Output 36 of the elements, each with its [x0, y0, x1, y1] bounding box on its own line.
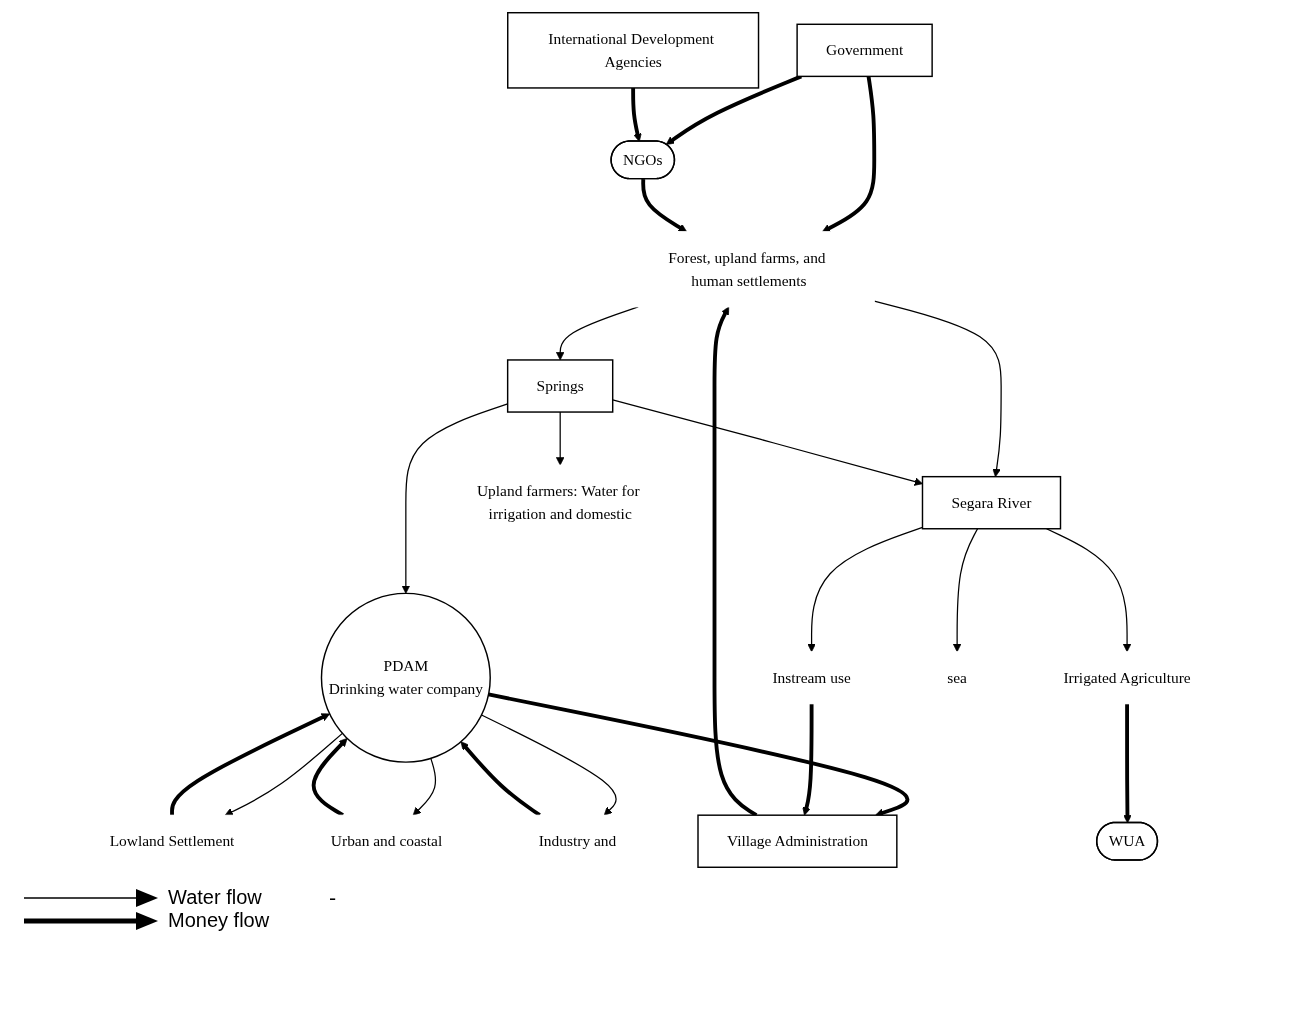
arrow	[712, 306, 758, 817]
arrow	[169, 713, 330, 816]
arrow	[311, 738, 348, 817]
node-text: Lowland Settlement	[109, 832, 235, 849]
note-text: -	[329, 886, 336, 909]
arrow	[807, 526, 923, 653]
node-text: Industry and	[538, 832, 617, 849]
arrow	[873, 300, 1002, 478]
arrow	[488, 692, 909, 817]
node-text: sea	[947, 669, 967, 686]
arrow	[480, 714, 617, 816]
arrow	[641, 179, 687, 233]
arrow	[631, 87, 642, 142]
node-text: Irrigated Agriculture	[1063, 669, 1191, 686]
legend-label: Money flow	[168, 909, 270, 932]
arrow	[224, 732, 343, 816]
arrow	[952, 528, 978, 653]
arrow	[665, 74, 802, 145]
arrow	[460, 741, 541, 817]
node-box: International Development Agencies	[506, 12, 760, 89]
node-box: Village Administration	[697, 814, 898, 868]
node-text: Urban and coastal	[330, 832, 443, 849]
node-text: Forest, upland farms, and human settlements	[668, 249, 826, 289]
node-box: Springs	[506, 359, 614, 413]
node-circle: PDAM Drinking water company	[320, 592, 491, 763]
arrow	[412, 757, 436, 816]
arrow	[802, 703, 814, 816]
legend-label: Water flow	[168, 886, 262, 909]
arrow	[821, 76, 876, 233]
arrow	[1123, 703, 1132, 824]
node-box: Government	[796, 23, 933, 78]
node-text: Upland farmers: Water for irrigation and domestic	[476, 482, 640, 522]
node-text: Instream use	[772, 669, 851, 686]
arrow	[1045, 528, 1132, 653]
node-box: Segara River	[921, 475, 1062, 530]
arrow	[555, 411, 565, 466]
